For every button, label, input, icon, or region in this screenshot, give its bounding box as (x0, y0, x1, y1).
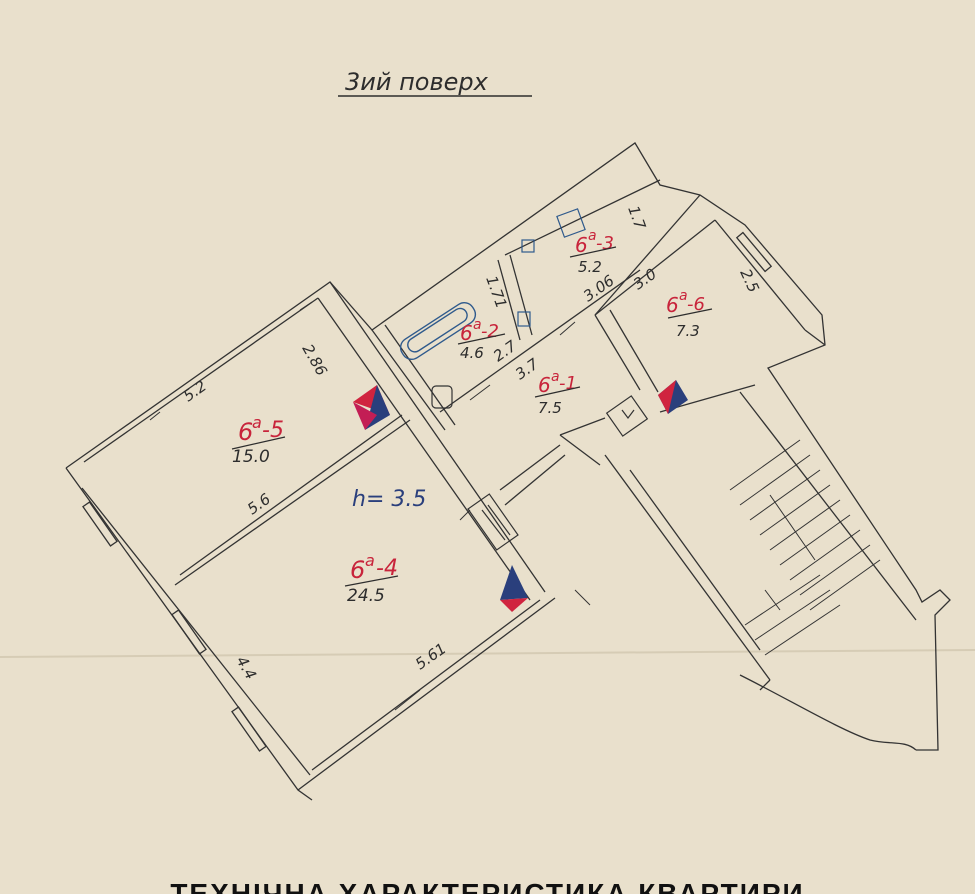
room-code: 6 (350, 556, 365, 584)
dimension-label: 3.06 (580, 271, 618, 305)
room-code-sup: a (365, 551, 375, 570)
room-code-sup: a (588, 228, 597, 244)
walls (65, 142, 951, 801)
floor-title: 3ий поверх (345, 68, 489, 96)
sink (517, 208, 586, 327)
room-code: 6 (538, 373, 551, 397)
shaft (467, 493, 519, 551)
room-code-suffix: -5 (262, 418, 284, 443)
room-code-suffix: -6 (687, 294, 705, 315)
room-code-suffix: -4 (376, 556, 398, 581)
room-label-6a-4: 6 a -4 24.5 (344, 551, 399, 606)
room-code: 6 (238, 418, 253, 446)
room-area: 24.5 (347, 586, 385, 606)
room-area: 7.3 (676, 322, 700, 340)
room-label-6a-2: 6 a -2 4.6 (457, 317, 506, 362)
dimension-label: 5.6 (244, 490, 274, 518)
footer-title: ТЕХНІЧНА ХАРАКТЕРИСТИКА КВАРТИРИ (170, 878, 805, 894)
room-label-6a-1: 6 a -1 7.5 (534, 369, 581, 417)
dimension-label: 4.4 (233, 653, 261, 683)
room-area: 7.5 (538, 399, 562, 417)
room-label-6a-3: 6 a -3 5.2 (569, 228, 617, 276)
room-area: 5.2 (578, 258, 602, 276)
room-code-sup: a (252, 413, 262, 432)
dimension-label: 2.5 (736, 266, 762, 295)
room-label-6a-6: 6 a -6 7.3 (666, 288, 713, 340)
toilet (431, 385, 453, 409)
dimension-label: 1.7 (624, 203, 649, 232)
room-code-sup: a (473, 317, 482, 333)
dimension-label: 2.86 (299, 341, 331, 379)
room-code-sup: a (679, 288, 688, 304)
bathtub (399, 302, 477, 360)
room-label-6a-5: 6 a -5 15.0 (231, 413, 286, 467)
room-markers (353, 380, 688, 612)
room-area: 4.6 (460, 344, 484, 362)
room-area: 15.0 (232, 447, 270, 467)
dimension-label: 5.61 (412, 639, 450, 673)
ceiling-height: h= 3.5 (352, 487, 426, 512)
paper-fold (0, 649, 975, 658)
staircase (729, 439, 881, 656)
room-code-sup: a (551, 369, 560, 385)
dimension-label: 5.2 (180, 377, 210, 405)
room-code: 6 (666, 293, 679, 317)
entrance-door (605, 395, 649, 437)
dimension-label: 1.71 (482, 273, 510, 311)
room-code: 6 (460, 321, 473, 345)
room-code: 6 (575, 233, 588, 257)
dimension-ticks (149, 301, 591, 711)
